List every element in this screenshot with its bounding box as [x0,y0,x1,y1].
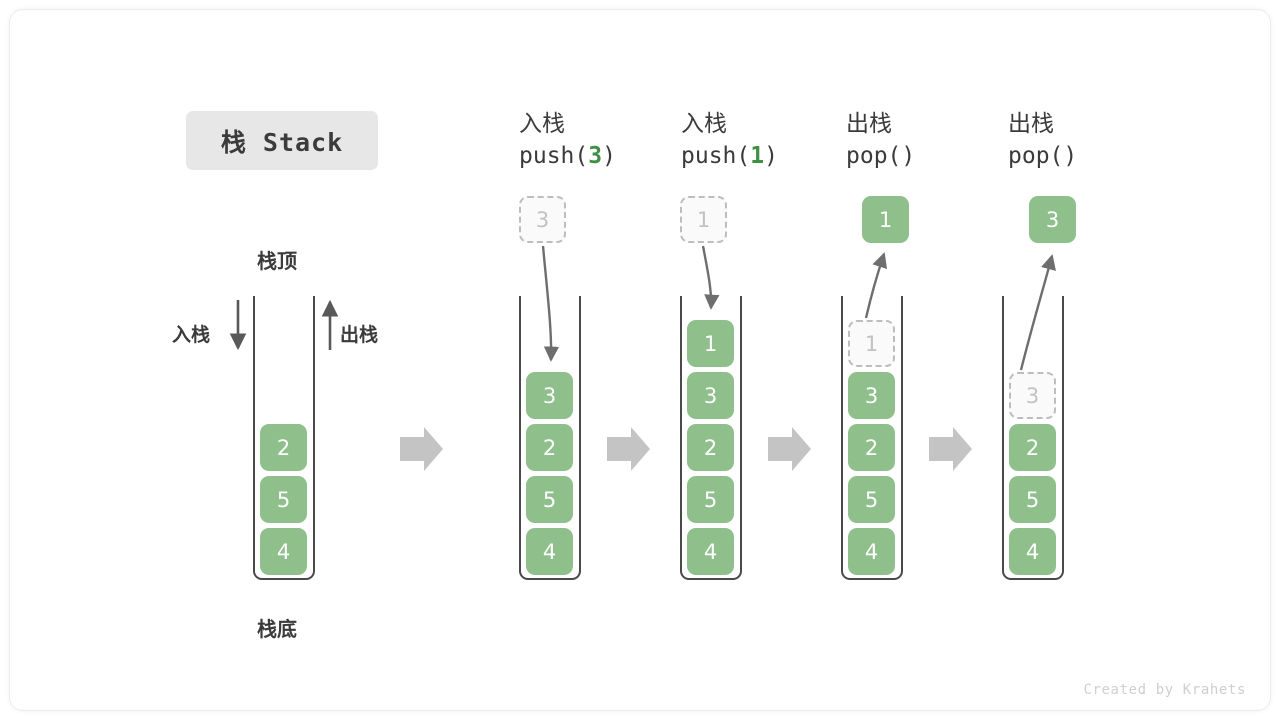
stack-element: 5 [260,476,307,523]
code-post: ) [602,143,616,170]
popped-element-box: 1 [862,196,909,243]
stack-tube-5 [1002,296,1064,580]
code-post: ) [764,143,778,170]
ghost-top-slot: 3 [1009,372,1056,419]
stack-element: 2 [1009,424,1056,471]
code-pre: pop( [1008,143,1064,170]
step-caption-code: push(1) [681,140,871,173]
stack-top-label: 栈顶 [257,251,297,273]
code-pre: push( [681,143,751,170]
pop-side-label: 出栈 [340,325,379,346]
step-caption-pop-1: 出栈 pop() [846,107,1036,174]
stack-element: 4 [260,528,307,575]
stack-element: 5 [848,476,895,523]
code-post: ) [1063,143,1078,170]
stack-element: 2 [526,424,573,471]
code-pre: pop( [846,143,902,170]
step-caption-push-1: 入栈 push(1) [681,107,871,174]
stack-element: 1 [687,320,734,367]
step-caption-push-3: 入栈 push(3) [519,107,709,174]
stack-bottom-label: 栈底 [257,619,297,641]
stack-element: 4 [1009,528,1056,575]
push-side-label: 入栈 [172,325,211,346]
stack-tube-3 [680,296,742,580]
step-caption-cn: 入栈 [519,110,565,136]
stack-element: 2 [848,424,895,471]
stack-element: 5 [1009,476,1056,523]
step-caption-cn: 出栈 [846,110,892,136]
step-caption-cn: 出栈 [1008,110,1054,136]
floating-ghost-box: 1 [680,196,727,243]
stack-element: 4 [526,528,573,575]
step-caption-pop-3: 出栈 pop() [1008,107,1198,174]
ghost-top-slot: 1 [848,320,895,367]
credit-footer: Created by Krahets [1083,682,1246,698]
popped-element-box: 3 [1029,196,1076,243]
step-caption-code: pop() [1008,140,1198,173]
code-pre: push( [519,143,589,170]
code-post: ) [901,143,916,170]
stack-element: 3 [687,372,734,419]
title-badge: 栈 Stack [186,111,378,170]
stack-tube-1 [253,296,315,580]
stack-element: 2 [687,424,734,471]
stack-element: 4 [687,528,734,575]
stack-element: 4 [848,528,895,575]
stack-element: 3 [526,372,573,419]
stack-element: 5 [526,476,573,523]
stack-tube-2 [519,296,581,580]
step-caption-cn: 入栈 [681,110,727,136]
stack-element: 5 [687,476,734,523]
stack-element: 3 [848,372,895,419]
code-arg: 3 [588,143,603,170]
step-caption-code: pop() [846,140,1036,173]
code-arg: 1 [750,143,765,170]
step-caption-code: push(3) [519,140,709,173]
stack-element: 2 [260,424,307,471]
floating-ghost-box: 3 [519,196,566,243]
stack-tube-4 [841,296,903,580]
